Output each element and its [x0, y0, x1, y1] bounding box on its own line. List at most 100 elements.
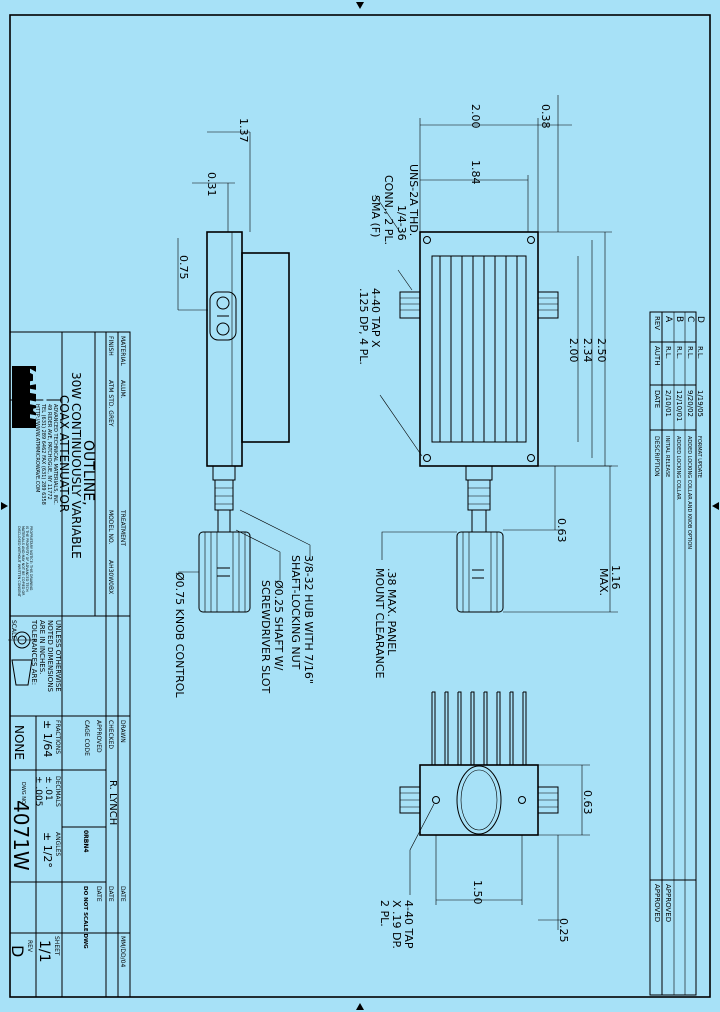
treatment-label: TREATMENT	[119, 509, 126, 546]
fractions-label: FRACTIONS	[54, 720, 61, 754]
mount-hole-4	[527, 454, 535, 462]
dim-0-38: 0.38	[539, 104, 552, 129]
company-line2: 49 RIDER AVE, PATCHOGUE, NY 11772	[46, 404, 52, 500]
tolerance-line2: NOTED DIMENSIONS	[46, 620, 54, 692]
dim-2-00-height: 2.00	[567, 338, 580, 363]
finish-label: FINISH	[107, 336, 114, 356]
top-view: 2.00 0.38 1.84 2.50 2.34 2.00 0.63 1.16 …	[374, 95, 622, 613]
sma-note-line1: SMA (F)	[369, 195, 382, 237]
side-view-heatsink	[241, 252, 290, 443]
dim-1-37: 1.37	[237, 118, 250, 143]
no-scale-note: DO NOT SCALE DWG	[82, 886, 88, 949]
date-b: 12/10/01	[675, 390, 683, 421]
end-tap-hole-1	[432, 796, 440, 804]
shaft-note-line1: Ø0.25 SHAFT W/	[272, 580, 285, 671]
dim-0-25: 0.25	[557, 918, 570, 943]
top-view-fin-area	[431, 255, 527, 443]
sma-connector-left	[399, 291, 421, 319]
company-line4: HTTP://WWW.ATMMICROWAVE.COM	[34, 404, 40, 492]
dim-1-84: 1.84	[469, 160, 482, 185]
hub-note-line1: 3/8-32 HUB WITH 7/16"	[302, 555, 315, 684]
decimals-value: ± .01	[43, 776, 53, 801]
date-a: 2/10/01	[664, 390, 672, 417]
decimals-label: DECIMALS	[54, 776, 61, 807]
side-view-slot	[209, 291, 237, 341]
auth-c: R.L.	[686, 346, 694, 359]
rev-c: C	[685, 316, 695, 322]
dim-0-63-end: 0.63	[581, 790, 594, 815]
shaft-note-line2: SCREWDRIVER SLOT	[259, 580, 272, 693]
date-label3: DATE	[95, 886, 102, 902]
projection-symbol-icon	[8, 631, 36, 686]
sma-connector-right	[537, 291, 559, 319]
scale-label: SCALE	[10, 620, 17, 639]
dim-0-75: 0.75	[177, 255, 190, 280]
atm-logo: ATM	[12, 366, 49, 428]
sma-note-line3: 1/4-36	[395, 205, 408, 241]
approved-label: APPROVED	[95, 720, 102, 753]
logo-text: ATM	[24, 368, 49, 422]
end-view: 0.63 1.50 0.25	[399, 691, 594, 943]
drawn-value: R. LYNCH	[107, 780, 118, 825]
tolerance-line1: UNLESS OTHERWISE	[54, 620, 62, 692]
title-line2: 30W CONTINUOUSLY VARIABLE	[69, 372, 83, 559]
sheet-label: SHEET	[53, 936, 60, 956]
dim-0-31: 0.31	[205, 172, 218, 197]
auth-d: R.L.	[696, 346, 704, 359]
dwg-value: 4071W	[9, 800, 33, 871]
tap-note-line2: .125 DP, 4 PL.	[357, 288, 370, 365]
revision-block: REV AUTH DATE DESCRIPTION APPROVED A R.L…	[649, 311, 705, 996]
knob-note: Ø0.75 KNOB CONTROL	[173, 572, 186, 698]
panel-note-line2: MOUNT CLEARANCE	[373, 568, 386, 679]
title-line3: COAX ATTENUATOR	[57, 395, 71, 512]
tap-note-line1: 4-40 TAP X	[369, 288, 382, 348]
proprietary-line2: IS THE PROPERTY OF ADVANCED TECH	[25, 526, 29, 592]
date-value: MM/DD/04	[119, 936, 126, 967]
company-line1: ADVANCED TECHNICAL MATERIALS, INC.	[52, 404, 58, 505]
top-knob[interactable]	[456, 531, 504, 613]
end-tap-hole-2	[518, 796, 526, 804]
dim-2-00-width: 2.00	[469, 104, 482, 129]
cage-label: CAGE CODE	[83, 720, 90, 756]
angles-value: ± 1/2°	[41, 832, 54, 868]
approved-d: APPROVED	[664, 884, 672, 922]
rev-value: D	[8, 945, 27, 957]
tolerance-line4: TOLERANCES ARE:	[30, 619, 38, 685]
model-label: MODEL NO.	[107, 510, 114, 545]
date-c: 9/20/02	[686, 390, 694, 417]
end-tap-note-line2: X .19 DP.	[390, 900, 403, 949]
desc-a: INITIAL RELEASE	[664, 436, 670, 477]
decimals-value2: ± .005	[33, 776, 43, 806]
desc-d: FORMAT UPDATE	[696, 436, 702, 478]
date-header: DATE	[653, 390, 661, 408]
company-line3: TEL (631) 289 6462 FAX (631) 289 6358	[40, 403, 46, 505]
dim-0-63-conn: 0.63	[555, 518, 568, 543]
date-d: 1/19/05	[696, 390, 704, 417]
sheet-value: 1/1	[36, 940, 52, 963]
desc-c: ADDED LOCKING COLLAR AND KNOB OPTION	[686, 436, 692, 549]
dim-1-16: 1.16	[609, 565, 622, 590]
tolerance-line3: ARE IN INCHES.	[38, 620, 46, 674]
rev-a: A	[663, 316, 673, 323]
mount-hole-2	[527, 236, 535, 244]
checked-label: CHECKED	[107, 720, 114, 749]
proprietary-line4: DISCLOSED WITHOUT WRITTEN CONSENT	[17, 526, 21, 598]
material-value: ALUM.	[119, 380, 126, 399]
hub-note-line2: SHAFT-LOCKING NUT	[289, 555, 302, 670]
title-line1: OUTLINE,	[80, 440, 96, 506]
end-view-knob-outline	[456, 765, 502, 835]
angles-label: ANGLES	[54, 832, 61, 856]
end-tap-note-line3: 2 PL.	[378, 900, 391, 927]
model-value: AH30W0BX	[107, 560, 114, 594]
mount-hole-3	[423, 454, 431, 462]
proprietary-line3: MATERIALS AND MAY NOT BE COPIED OR	[21, 526, 25, 596]
dwg-label: DWG NO.	[20, 782, 26, 806]
auth-a: R.L.	[664, 346, 672, 359]
title-block: ATM MATERIAL ALUM. FINISH ATM STD. GREY …	[8, 331, 131, 998]
dim-2-34: 2.34	[581, 338, 594, 363]
fractions-value: ± 1/64	[41, 720, 54, 757]
left-center-marker	[1, 502, 8, 510]
dim-2-50: 2.50	[595, 338, 608, 363]
